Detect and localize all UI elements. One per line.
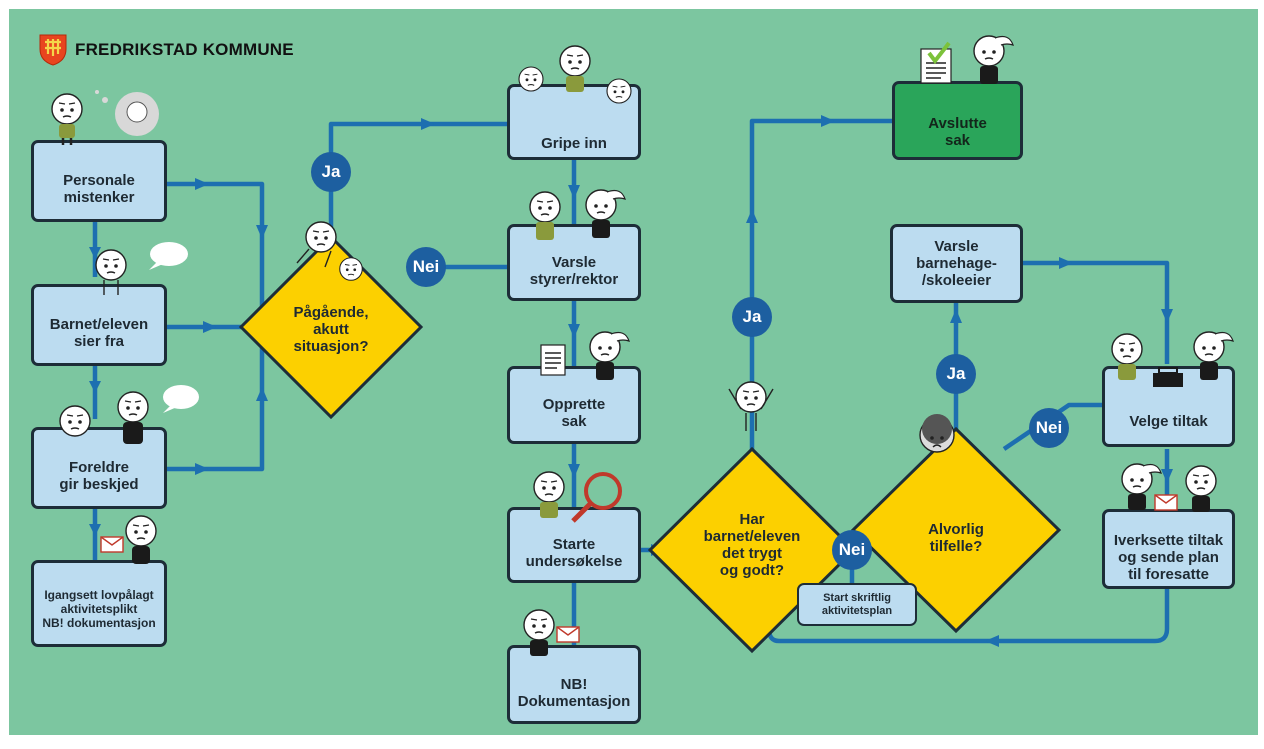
decision-akutt-label: Pågående, akutt situasjon? [293, 304, 369, 355]
flowchart-board: FREDRIKSTAD KOMMUNE Personale mistenker … [9, 9, 1258, 735]
arrow-akutt-ja-to-gripe [328, 121, 507, 234]
arrow-alvorlig-nei-to-velge [1002, 402, 1102, 451]
box-nb-dokumentasjon: NB! Dokumentasjon [507, 645, 641, 724]
brand-header: FREDRIKSTAD KOMMUNE [39, 34, 294, 66]
arrow-trygt-ja-to-avslutte [749, 118, 892, 449]
box-igangsett-aktivitetsplikt: Igangsett lovpålagt aktivitetsplikt NB! … [31, 560, 167, 647]
toolbox-icon [1153, 367, 1183, 387]
box-varsle-barnehage-skoleeier: Varsle barnehage- /skoleeier [890, 224, 1023, 303]
coat-of-arms-icon [39, 34, 67, 66]
staff-intervening-character [559, 45, 591, 92]
box-opprette-sak: Opprette sak [507, 366, 641, 444]
child-character [518, 66, 544, 92]
principal-character [1121, 463, 1162, 510]
principal-character [585, 189, 626, 238]
badge-nei-akutt: Nei [406, 247, 446, 287]
speech-bubble [163, 385, 199, 413]
box-personale-mistenker: Personale mistenker [31, 140, 167, 222]
document-icon [540, 344, 566, 376]
happy-child-character [728, 381, 774, 431]
child-character [606, 78, 632, 104]
box-barnet-sier-fra: Barnet/eleven sier fra [31, 284, 167, 366]
staff-character [533, 471, 565, 518]
thought-bubble [95, 90, 159, 136]
badge-ja-akutt: Ja [311, 152, 351, 192]
box-varsle-styrer-rektor: Varsle styrer/rektor [507, 224, 641, 301]
badge-nei-trygt: Nei [832, 530, 872, 570]
badge-ja-trygt: Ja [732, 297, 772, 337]
parent-character [1185, 465, 1217, 512]
envelope-icon [1154, 494, 1178, 511]
organization-title: FREDRIKSTAD KOMMUNE [75, 40, 294, 59]
staff-character [125, 515, 157, 564]
box-avslutte-sak: Avslutte sak [892, 81, 1023, 160]
child-speaking-character [95, 249, 127, 295]
child-small-character [59, 405, 91, 437]
connector-layer [89, 115, 1173, 654]
checked-document-icon [920, 41, 952, 84]
box-start-skriftlig-aktivitetsplan: Start skriftlig aktivitetsplan [797, 583, 917, 626]
decision-akutt-diamond [238, 234, 424, 420]
badge-ja-alvorlig: Ja [936, 354, 976, 394]
decision-alvorlig-diamond [850, 426, 1062, 634]
decision-trygt-label: Har barnet/eleven det trygt og godt? [703, 511, 801, 579]
decision-alvorlig-label: Alvorlig tilfelle? [928, 521, 984, 555]
illustration-layer [51, 35, 1234, 656]
staff-character [1111, 333, 1143, 380]
staff-character [529, 191, 561, 240]
staff-thinking-character [51, 93, 83, 145]
parent-character [117, 391, 149, 444]
principal-character [973, 35, 1014, 84]
principal-character [1193, 331, 1234, 380]
principal-character [589, 331, 630, 380]
distressed-child-character [919, 414, 955, 453]
principal-character [523, 609, 555, 656]
envelope-icon [100, 536, 124, 553]
box-foreldre-gir-beskjed: Foreldre gir beskjed [31, 427, 167, 509]
fighting-children-character [296, 221, 337, 268]
scared-child-character [339, 257, 363, 281]
badge-nei-alvorlig: Nei [1029, 408, 1069, 448]
box-iverksette-tiltak: Iverksette tiltak og sende plan til fore… [1102, 509, 1235, 589]
magnifier-icon [571, 472, 622, 523]
speech-bubble [149, 242, 188, 270]
envelope-icon [556, 626, 580, 643]
